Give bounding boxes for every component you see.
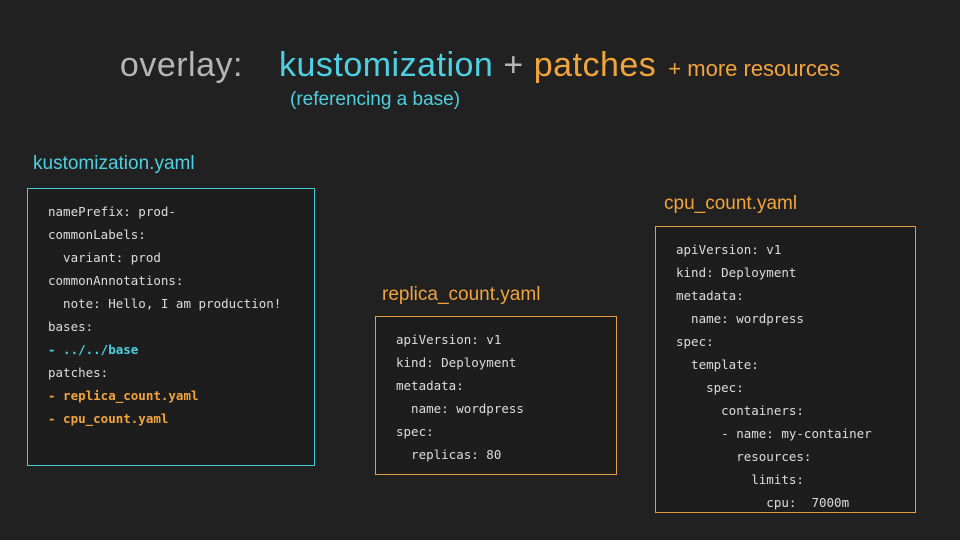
- code-line: containers:: [676, 403, 804, 418]
- code-line: spec:: [676, 380, 744, 395]
- code-line: variant: prod: [48, 250, 161, 265]
- code-line: - replica_count.yaml: [48, 388, 199, 403]
- code-line: template:: [676, 357, 759, 372]
- code-line: - cpu_count.yaml: [48, 411, 169, 426]
- code-line: bases:: [48, 319, 94, 334]
- cpu-count-yaml-label: cpu_count.yaml: [664, 193, 798, 214]
- code-line: replicas: 80: [396, 447, 502, 462]
- code-line: - name: my-container: [676, 426, 872, 441]
- code-line: namePrefix: prod-: [48, 204, 176, 219]
- code-line: resources:: [676, 449, 812, 464]
- code-line: metadata:: [396, 378, 464, 393]
- slide-title: overlay: kustomization+patches + more reso…: [0, 46, 960, 85]
- code-line: note: Hello, I am production!: [48, 296, 282, 311]
- code-line: commonAnnotations:: [48, 273, 184, 288]
- kustomization-yaml-code-box: namePrefix: prod-commonLabels: variant: …: [27, 188, 315, 466]
- code-line: kind: Deployment: [676, 265, 797, 280]
- title-overlay: overlay:: [119, 46, 243, 84]
- code-line: name: wordpress: [396, 401, 524, 416]
- code-line: spec:: [676, 334, 714, 349]
- title-patches: patches: [533, 46, 657, 84]
- title-kustomization: kustomization: [278, 46, 494, 84]
- code-line: commonLabels:: [48, 227, 146, 242]
- title-plus: +: [503, 46, 524, 84]
- code-line: name: wordpress: [676, 311, 804, 326]
- code-line: - ../../base: [48, 342, 139, 357]
- title-more-resources: + more resources: [668, 56, 841, 81]
- kustomization-yaml-label: kustomization.yaml: [33, 153, 195, 174]
- code-line: patches:: [48, 365, 109, 380]
- code-line: metadata:: [676, 288, 744, 303]
- code-line: apiVersion: v1: [396, 332, 502, 347]
- code-line: spec:: [396, 424, 434, 439]
- code-line: kind: Deployment: [396, 355, 517, 370]
- code-line: apiVersion: v1: [676, 242, 782, 257]
- title-subtitle: (referencing a base): [290, 89, 461, 110]
- code-line: cpu: 7000m: [676, 495, 850, 510]
- code-line: limits:: [676, 472, 804, 487]
- replica-count-yaml-label: replica_count.yaml: [382, 284, 541, 305]
